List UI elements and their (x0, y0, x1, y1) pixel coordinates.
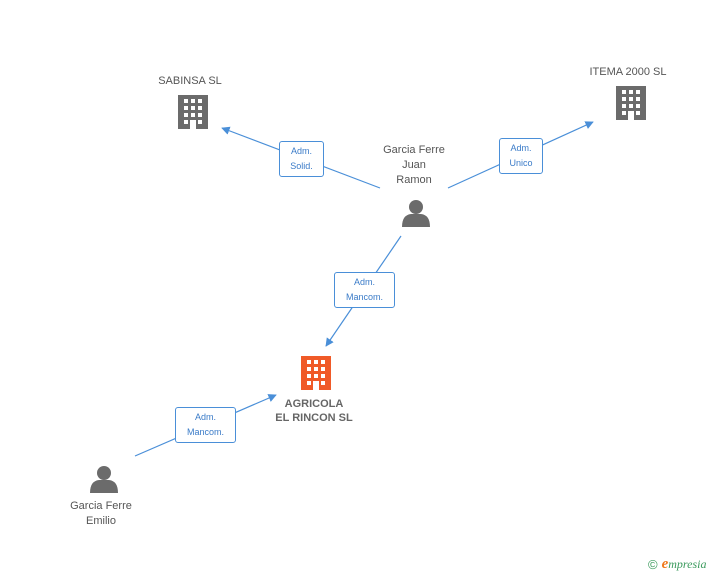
node-label-line: SABINSA SL (158, 75, 222, 87)
edge-label-line: Unico (509, 158, 533, 168)
node-label-line: Emilio (86, 515, 116, 527)
brand-rest: mpresia (668, 556, 707, 571)
node-label-line: Ramon (396, 174, 432, 186)
edge-label-line: Mancom. (345, 292, 383, 302)
edge-label-line: Mancom. (186, 427, 224, 437)
edge-label-juan-sabinsa: Adm. Solid. (279, 141, 324, 177)
edge-label-line: Adm. (290, 146, 312, 156)
node-label-line: ITEMA 2000 SL (589, 66, 667, 78)
edge-label-line: Adm. (194, 412, 216, 422)
edge-label-emilio-agricola: Adm. Mancom. (175, 407, 236, 443)
footer-branding: © empresia (648, 555, 707, 573)
node-label-sabinsa[interactable]: SABINSA SL (150, 74, 230, 89)
node-label-line: EL RINCON SL (275, 412, 353, 424)
node-label-line: Garcia Ferre (383, 144, 445, 156)
copyright-icon: © (648, 556, 658, 572)
edge-label-line: Solid. (290, 161, 313, 171)
node-label-garcia-emilio[interactable]: Garcia Ferre Emilio (56, 499, 146, 529)
building-icon-main[interactable] (301, 356, 331, 390)
node-label-itema[interactable]: ITEMA 2000 SL (583, 65, 673, 80)
building-icon[interactable] (178, 95, 208, 129)
edge-label-line: Adm. (353, 277, 375, 287)
edge-label-line: Adm. (510, 143, 532, 153)
building-icon[interactable] (616, 86, 646, 120)
node-label-line: Garcia Ferre (70, 500, 132, 512)
node-label-line: AGRICOLA (284, 398, 344, 410)
node-label-agricola[interactable]: AGRICOLA EL RINCON SL (264, 397, 364, 425)
node-label-garcia-juan[interactable]: Garcia Ferre Juan Ramon (368, 143, 460, 188)
person-icon[interactable] (90, 466, 118, 493)
brand-initial: e (661, 555, 669, 572)
edge-label-juan-agricola: Adm. Mancom. (334, 272, 395, 308)
node-label-line: Juan (402, 159, 426, 171)
person-icon[interactable] (402, 200, 430, 227)
edge-label-juan-itema: Adm. Unico (499, 138, 543, 174)
brand-logo[interactable]: empresia (662, 556, 707, 573)
